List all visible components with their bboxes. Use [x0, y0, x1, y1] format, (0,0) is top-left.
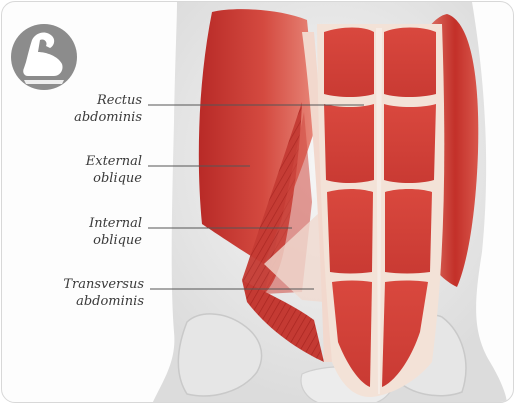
label-internal-oblique: Internal oblique: [42, 215, 142, 249]
label-rectus-abdominis: Rectus abdominis: [42, 92, 142, 126]
label-external-line2: oblique: [42, 170, 142, 187]
label-external-line1: External: [42, 153, 142, 170]
label-transversus-line2: abdominis: [32, 293, 144, 310]
logo: [11, 24, 77, 90]
label-rectus-line2: abdominis: [42, 109, 142, 126]
label-internal-line1: Internal: [42, 215, 142, 232]
label-external-oblique: External oblique: [42, 153, 142, 187]
label-transversus-abdominis: Transversus abdominis: [32, 276, 144, 310]
label-transversus-line1: Transversus: [32, 276, 144, 293]
label-internal-line2: oblique: [42, 232, 142, 249]
label-rectus-line1: Rectus: [42, 92, 142, 109]
